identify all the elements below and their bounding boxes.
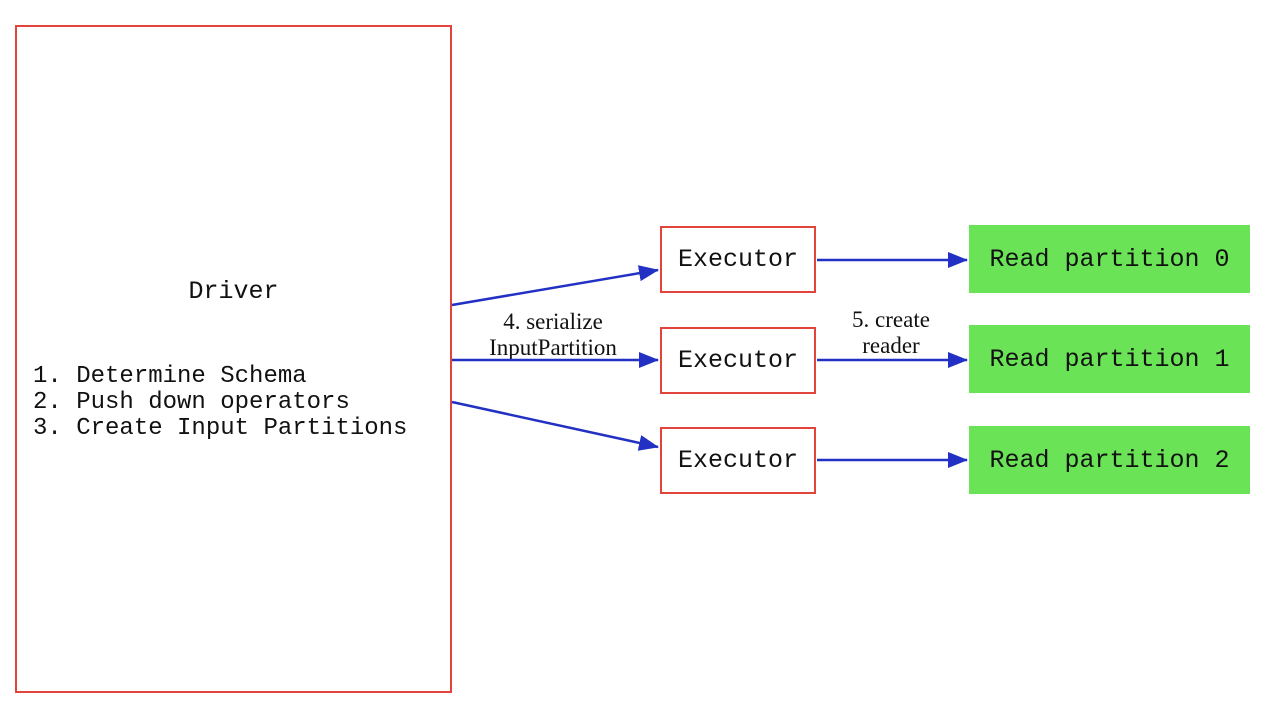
executor-label: Executor xyxy=(677,245,799,274)
read-partition-label: Read partition 1 xyxy=(989,344,1230,374)
edge-label-line: 5. create xyxy=(852,307,930,332)
read-partition-box-2: Read partition 2 xyxy=(969,426,1250,494)
read-partition-box-0: Read partition 0 xyxy=(969,225,1250,293)
edge-label-line: reader xyxy=(862,333,920,358)
read-partition-label: Read partition 2 xyxy=(989,445,1230,475)
driver-step: 2. Push down operators xyxy=(33,389,350,416)
edge-label-create-reader: 5. create reader xyxy=(791,307,991,359)
executor-box-2: Executor xyxy=(660,427,816,494)
edge-label-serialize-inputpartition: 4. serialize InputPartition xyxy=(433,309,673,361)
driver-step: 1. Determine Schema xyxy=(33,363,307,390)
driver-box: Driver 1. Determine Schema 2. Push down … xyxy=(15,25,452,693)
read-partition-box-1: Read partition 1 xyxy=(969,325,1250,393)
driver-steps-list: 1. Determine Schema 2. Push down operato… xyxy=(33,364,407,442)
arrow-driver-to-executor-0 xyxy=(451,265,659,307)
edge-label-line: InputPartition xyxy=(489,335,617,360)
edge-label-line: 4. serialize xyxy=(503,309,603,334)
arrow-driver-to-executor-2 xyxy=(451,400,659,451)
driver-step: 3. Create Input Partitions xyxy=(33,415,408,442)
executor-box-1: Executor xyxy=(660,327,816,394)
executor-label: Executor xyxy=(677,446,799,475)
executor-label: Executor xyxy=(677,346,799,375)
read-partition-label: Read partition 0 xyxy=(989,244,1230,274)
executor-box-0: Executor xyxy=(660,226,816,293)
driver-title: Driver xyxy=(188,277,279,306)
